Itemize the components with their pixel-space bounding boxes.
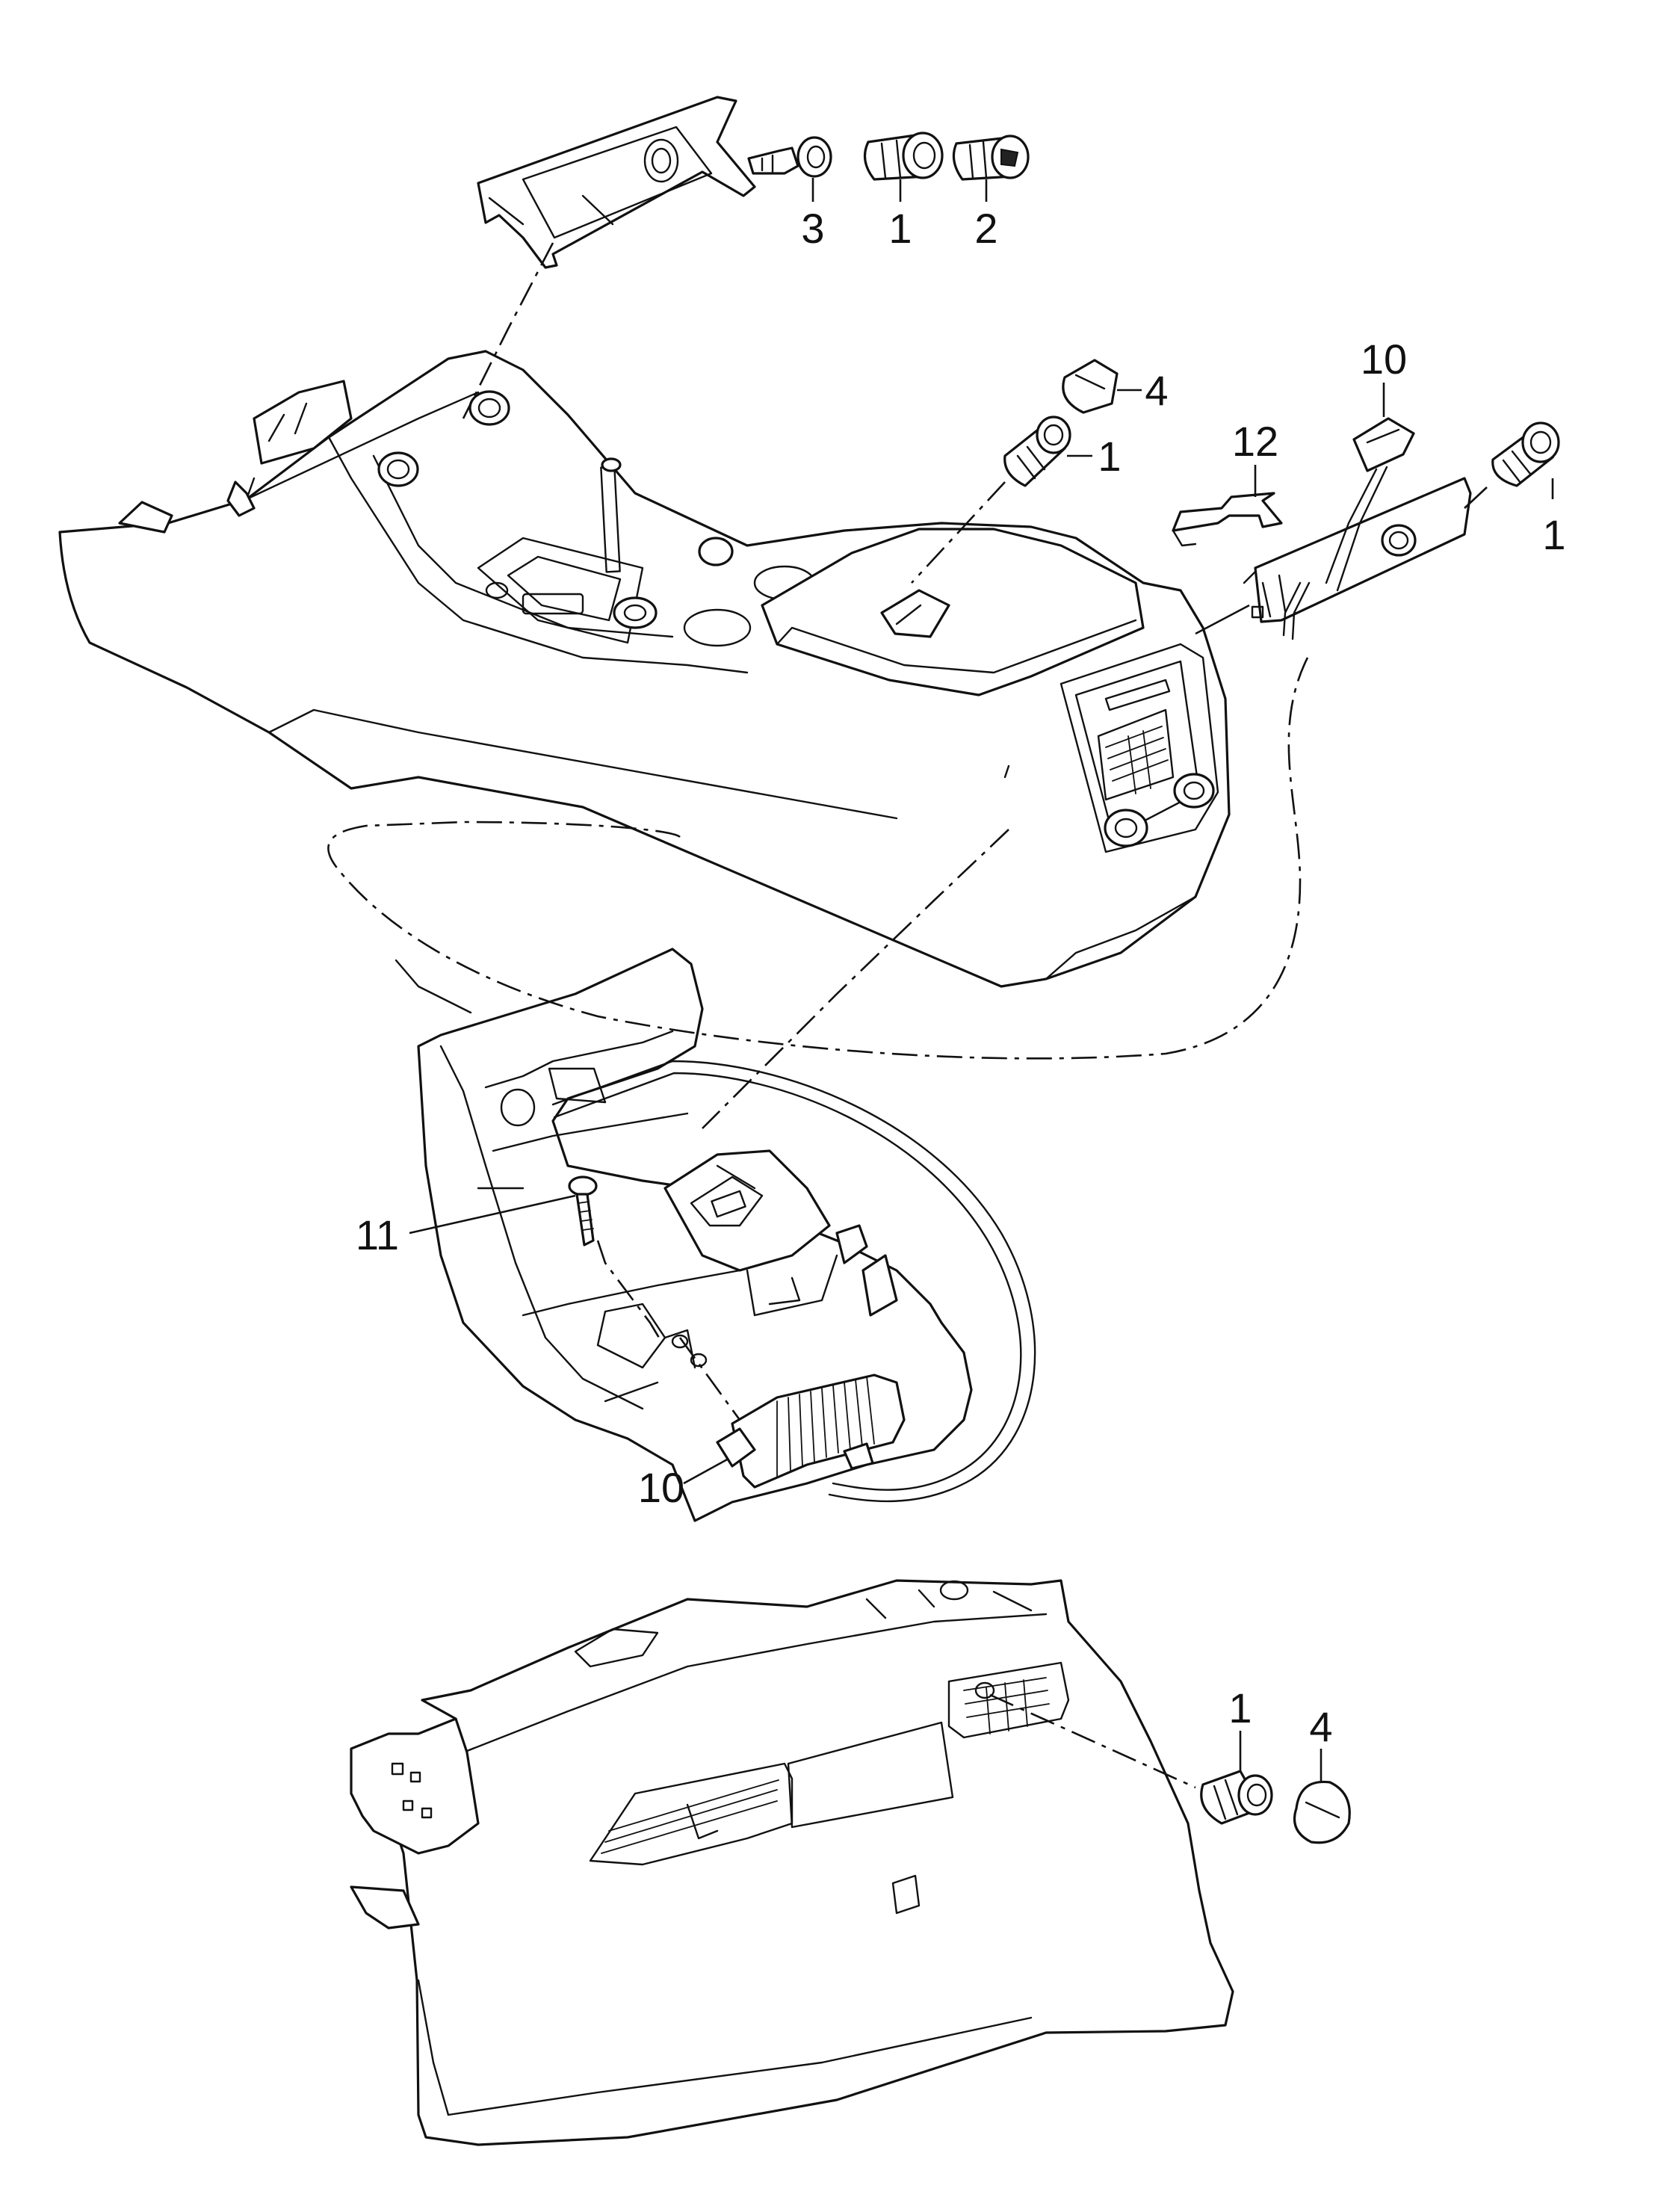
leader-panel [1195,604,1250,635]
socket-insert-3 [747,136,832,178]
callout-4-bottom: 4 [1309,1703,1332,1750]
leader-11 [409,1194,576,1235]
callout-12: 12 [1232,418,1278,465]
socket-1-upper [1003,415,1071,487]
callout-10-lower: 10 [638,1464,684,1511]
assembly-line-tray [462,242,554,419]
callout-2: 2 [974,205,997,252]
assembly-line-bottom-socket [989,1693,1196,1789]
assembly-line-socket [911,481,1006,584]
storage-tray [477,96,756,269]
callout-4-upper: 4 [1145,367,1168,414]
assembly-line-screw [596,1240,663,1342]
callout-11: 11 [356,1211,399,1258]
bracket-12 [1172,492,1283,547]
screw-11 [568,1175,598,1246]
leader-right-socket [1464,486,1488,509]
assembly-line-console [702,829,1009,1129]
wiring-harness-10-lower [716,1374,906,1489]
callout-10-upper: 10 [1361,336,1407,383]
socket-1-bottom [1200,1770,1273,1825]
cap-4-bottom [1293,1780,1351,1844]
callout-1-right: 1 [1542,511,1565,558]
cap-4-upper [1062,359,1119,414]
assembly-line-harness-loop [327,657,1309,1060]
lower-console-trim [417,948,1036,1522]
socket-1-top [863,132,944,181]
socket-panel-right [1243,477,1472,623]
callout-1-upper: 1 [1098,433,1121,480]
assembly-line-connector [678,1337,741,1421]
harness-loop-cable [395,959,472,1014]
socket-2-top [952,135,1030,181]
callout-3: 3 [801,205,824,252]
center-console [58,350,1231,988]
socket-1-right [1491,421,1560,487]
side-trim-panel [350,1579,1234,2146]
callout-1-top: 1 [888,205,912,252]
callout-1-bottom: 1 [1228,1684,1252,1731]
leader-10-lower [683,1457,729,1485]
wiring-harness-10-upper [1282,417,1415,640]
